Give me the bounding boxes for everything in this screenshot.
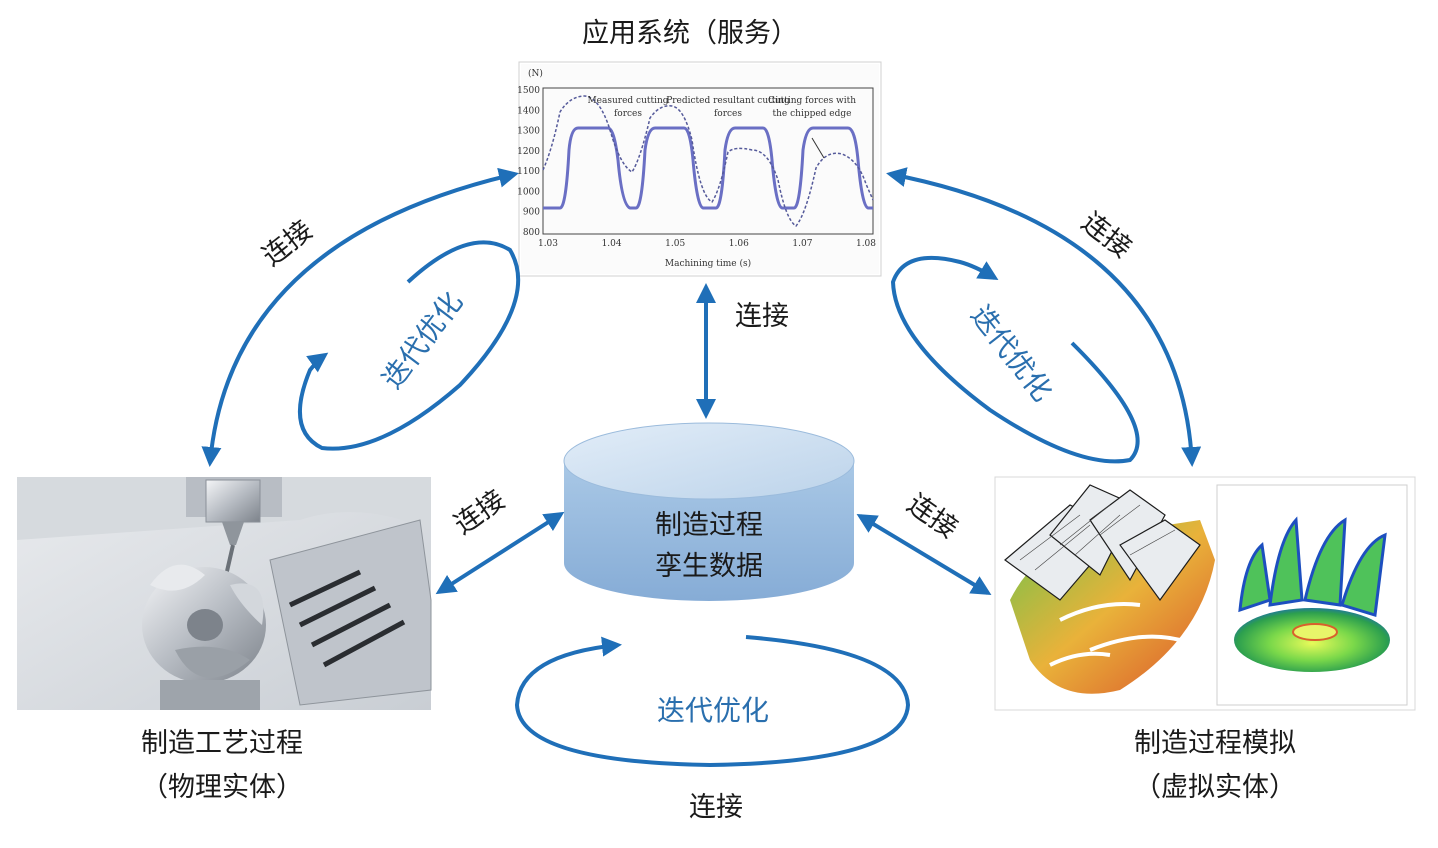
chart-y-tick: 1500 [517,86,540,96]
chart-x-tick: 1.08 [856,239,876,249]
chart-x-tick: 1.06 [729,239,749,249]
chart-y-tick: 800 [523,228,540,238]
right-center-connect-arrow [856,513,992,596]
right-node-line2: （虚拟实体） [1134,772,1296,803]
chart-x-ticks: 1.03 1.04 1.05 1.06 1.07 1.08 [538,239,876,249]
right-iterate-loop [890,255,1140,464]
top-right-connect-arrow [886,167,1202,467]
left-node-line1: 制造工艺过程 [141,728,303,759]
chart-y-tick: 1200 [517,147,540,157]
chart-y-tick: 900 [523,208,540,218]
chart-x-tick: 1.05 [665,239,685,249]
chart-y-tick: 1000 [517,187,540,197]
left-node-line2: （物理实体） [141,772,303,803]
chart-y-tick: 1400 [517,106,540,116]
chart-annotation-line: the chipped edge [773,109,852,119]
left-iterate-loop [297,240,521,451]
connect-label-bottom: 连接 [689,792,743,823]
chart-annotation-line: forces [614,109,642,119]
top-node-title: 应用系统（服务） [582,18,798,49]
chart-x-tick: 1.04 [602,239,622,249]
chart-annotation-line: forces [714,109,742,119]
chart-x-label: Machining time (s) [665,258,751,269]
connect-label-top-center: 连接 [735,301,789,332]
center-node-line2: 孪生数据 [655,551,763,582]
measured-force-line [542,95,874,227]
chart-x-tick: 1.03 [538,239,558,249]
center-node-line1: 制造过程 [655,510,763,541]
chart-unit-label: (N) [528,68,543,79]
iterate-label-bottom: 迭代优化 [657,694,769,727]
chart-annotation-line: Predicted resultant cutting [666,96,790,106]
connect-label-left-center: 连接 [449,484,511,540]
bottom-iterate-loop [514,635,911,768]
chart-annotation-line: Measured cutting [587,96,668,106]
simulation-image [994,476,1416,711]
chart-annotations: Measured cutting forces Predicted resultan… [587,96,856,119]
chart-y-tick: 1300 [517,127,540,137]
chart-x-tick: 1.07 [792,239,812,249]
chart-annotation-line: Cutting forces with [768,96,856,106]
machining-process-image [17,477,432,710]
iterate-label-right: 迭代优化 [964,299,1059,408]
iterate-label-left: 迭代优化 [376,286,470,395]
twin-data-cylinder [563,422,855,601]
connect-label-top-right: 连接 [1075,207,1137,265]
connect-label-top-left: 连接 [257,215,319,273]
left-center-connect-arrow [435,511,565,595]
top-left-connect-arrow [201,167,519,467]
right-node-line1: 制造过程模拟 [1134,728,1296,759]
connect-label-right-center: 连接 [901,488,963,544]
chart-y-tick: 1100 [517,167,540,177]
chart-y-ticks: 1500 1400 1300 1200 1100 1000 900 800 [517,86,540,238]
predicted-force-line [543,126,873,210]
